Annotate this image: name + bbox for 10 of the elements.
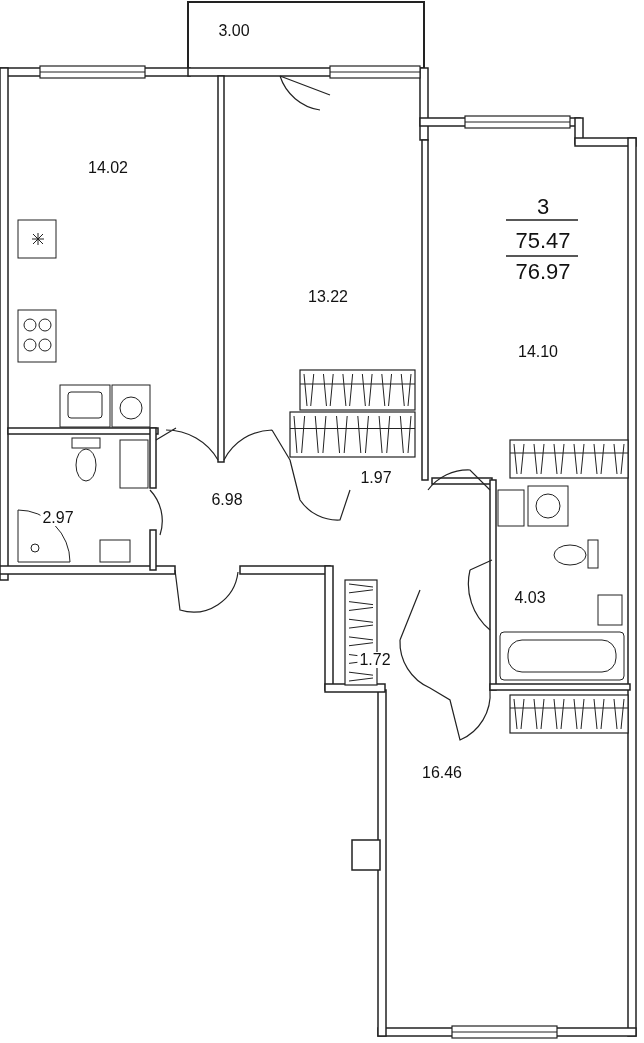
area-label: 14.10 — [516, 344, 560, 360]
area-label: 13.22 — [306, 289, 350, 305]
area-label: 6.98 — [209, 492, 245, 508]
area-label: 2.97 — [40, 510, 76, 526]
area-label: 4.03 — [512, 590, 548, 606]
area-label: 14.02 — [86, 160, 130, 176]
area-label: 3.00 — [216, 23, 252, 39]
area-label: 1.97 — [358, 470, 394, 486]
area-label: 1.72 — [357, 652, 393, 668]
area-label: 16.46 — [420, 765, 464, 781]
